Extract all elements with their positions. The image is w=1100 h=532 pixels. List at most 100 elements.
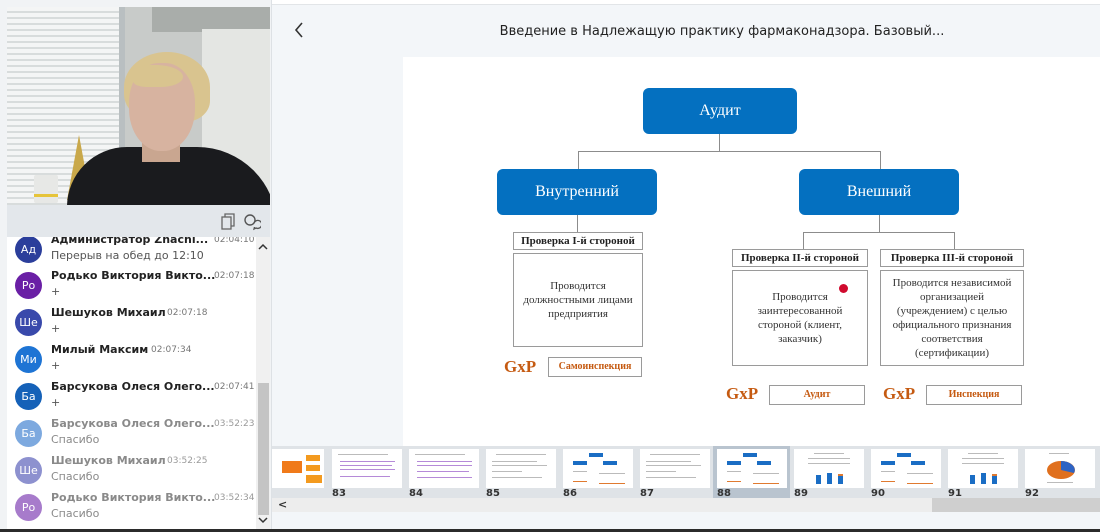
video-ceiling <box>152 7 270 32</box>
thumb-line <box>340 465 392 466</box>
slide-thumbnail[interactable]: 87 <box>640 449 710 499</box>
chat-scroll-thumb[interactable] <box>258 383 269 515</box>
thumb-line <box>650 454 700 455</box>
message-text: Спасибо <box>51 507 100 520</box>
scroll-up-icon[interactable] <box>256 242 270 256</box>
chat-toolbar <box>7 205 270 237</box>
slide-thumbnail[interactable] <box>272 449 324 497</box>
slide-thumbnail[interactable]: 89 <box>794 449 864 499</box>
thumb-line <box>340 476 390 477</box>
scroll-down-icon[interactable] <box>256 515 270 529</box>
slide-number: 83 <box>332 488 346 499</box>
thumbnail-image <box>871 449 941 488</box>
thumb-shape <box>573 461 587 465</box>
connector <box>803 232 955 233</box>
connector <box>577 215 578 232</box>
thumb-bar <box>816 475 821 484</box>
thumb-shape <box>589 453 603 457</box>
slide-thumbnail-active[interactable]: 88 <box>713 446 790 498</box>
chat-message: Ба Барсукова Олеся Олего... 03:52:23 Спа… <box>7 415 256 451</box>
bottom-area <box>272 512 1100 529</box>
second-party-description: Проводится заинтересованной стороной (кл… <box>732 270 868 366</box>
thumb-shape <box>306 475 322 483</box>
chat-bubbles-icon[interactable] <box>243 213 263 231</box>
slide-thumbnail[interactable]: 85 <box>486 449 556 498</box>
connector <box>954 232 955 249</box>
message-time: 03:52:25 <box>167 456 208 466</box>
second-party-gxp: GxP <box>726 384 759 403</box>
copy-icon[interactable] <box>220 213 238 231</box>
thumbnail-image <box>272 449 324 488</box>
second-party-header: Проверка II-й стороной <box>732 249 868 267</box>
thumb-shape <box>907 483 933 484</box>
message-text: + <box>51 396 61 409</box>
connector <box>719 134 720 152</box>
chat-message-list: Ад Администратор Znacni... 02:04:10 Пере… <box>7 237 256 530</box>
chat-message: Ад Администратор Znacni... 02:04:10 Пере… <box>7 237 256 267</box>
thumb-line <box>968 453 998 454</box>
thumbnail-image <box>794 449 864 488</box>
message-text: + <box>51 322 61 335</box>
thumb-line <box>496 454 546 455</box>
node-external: Внешний <box>799 169 959 215</box>
back-button[interactable] <box>292 20 312 44</box>
sender-name: Барсукова Олеся Олего... <box>51 380 215 393</box>
thumb-line <box>340 461 395 462</box>
message-time: 02:07:18 <box>167 308 208 318</box>
slide-number: 88 <box>717 488 731 499</box>
slide-thumbnail[interactable]: 84 <box>409 449 479 498</box>
slide-thumbnail[interactable]: 91 <box>948 449 1018 499</box>
thumbnail-image <box>409 449 479 488</box>
thumb-shape <box>757 461 771 465</box>
thumb-shape <box>573 481 587 482</box>
message-time: 02:07:34 <box>151 345 192 355</box>
thumb-line <box>907 473 933 474</box>
sender-name: Шешуков Михаил <box>51 306 166 319</box>
thumb-line <box>646 471 676 472</box>
sender-name: Родько Виктория Викто... <box>51 269 216 282</box>
message-text: Спасибо <box>51 470 100 483</box>
slide-number: 87 <box>640 488 654 499</box>
sender-name: Барсукова Олеся Олего... <box>51 417 215 430</box>
thumb-line <box>808 458 850 459</box>
thumb-pie-chart <box>1047 453 1075 483</box>
chat-message: Ше Шешуков Михаил 03:52:25 Спасибо <box>7 452 256 488</box>
thumb-line <box>417 477 472 478</box>
thumb-line <box>646 477 696 478</box>
avatar: Ба <box>15 383 42 410</box>
thumb-shape <box>727 461 741 465</box>
thumb-line <box>646 465 701 466</box>
thumb-shape <box>727 481 741 482</box>
slide-number: 89 <box>794 488 808 499</box>
thumbnail-scroll-thumb[interactable] <box>932 498 1100 512</box>
node-audit: Аудит <box>643 88 797 134</box>
message-time: 02:07:41 <box>214 382 255 392</box>
laser-pointer <box>839 284 848 293</box>
message-time: 02:07:18 <box>214 271 255 281</box>
thumbnail-scroll-bar[interactable]: < <box>272 498 1100 512</box>
thumb-line <box>808 463 850 464</box>
thumb-line <box>417 465 472 466</box>
thumb-line <box>962 463 1004 464</box>
slide-thumbnail[interactable]: 83 <box>332 449 402 499</box>
avatar: Ад <box>15 237 42 263</box>
chat-message: Ба Барсукова Олеся Олего... 02:07:41 + <box>7 378 256 414</box>
slide-thumbnail[interactable]: 90 <box>871 449 941 498</box>
thumb-shape <box>306 455 320 461</box>
sender-name: Шешуков Михаил <box>51 454 166 467</box>
slide-number: 91 <box>948 488 962 499</box>
connector <box>803 232 804 249</box>
third-party-description: Проводится независимой организацией (учр… <box>880 270 1024 366</box>
slide-thumbnail[interactable]: 92 <box>1025 449 1095 499</box>
slide-number: 92 <box>1025 488 1039 499</box>
slide-thumbnail-strip: 83 84 85 <box>272 446 1100 498</box>
avatar: Ше <box>15 457 42 484</box>
third-party-header: Проверка III-й стороной <box>880 249 1024 267</box>
thumb-bar <box>838 476 843 484</box>
thumbnails-prev-button[interactable]: < <box>278 498 288 511</box>
chat-scrollbar[interactable] <box>256 237 270 530</box>
chat-message: Ми Милый Максим 02:07:34 + <box>7 341 256 377</box>
slide-thumbnail[interactable]: 86 <box>563 449 633 498</box>
thumb-bar <box>838 474 843 476</box>
